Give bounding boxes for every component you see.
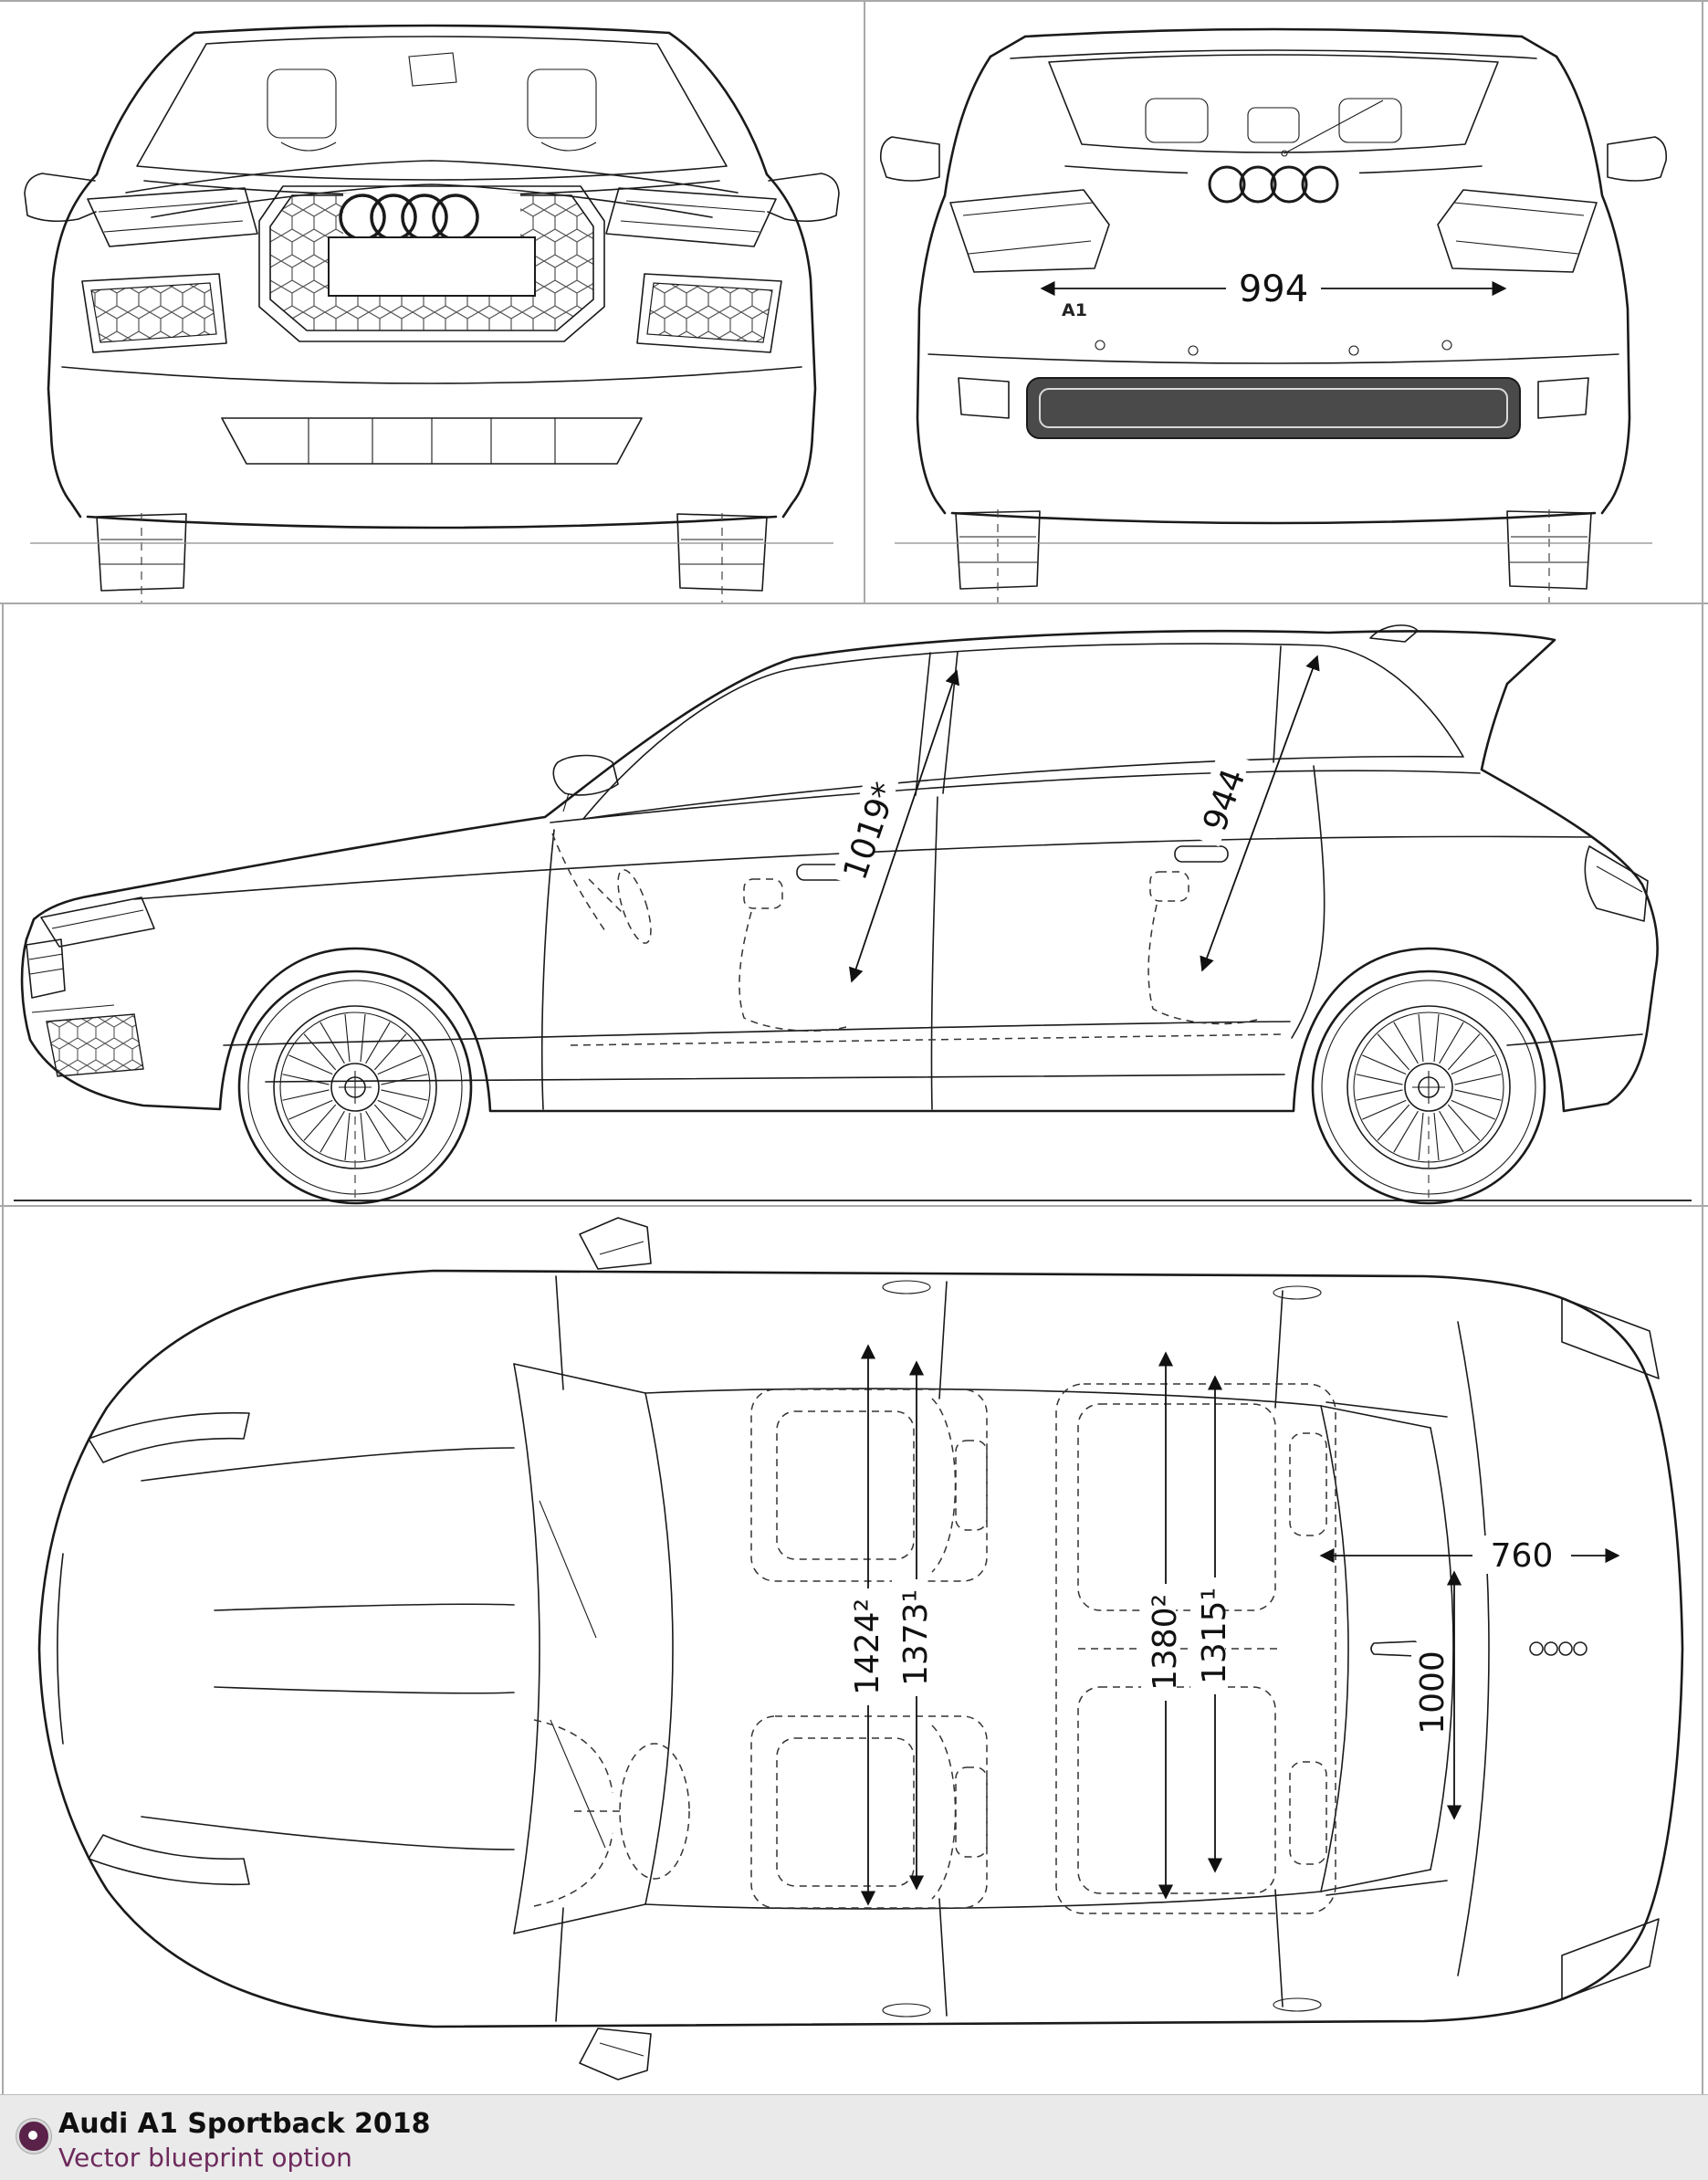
dim-label-rear-elbow: 1315¹ <box>1196 1588 1233 1684</box>
rear-view: A1 994 <box>879 27 1668 603</box>
front-windshield <box>136 36 728 196</box>
side-headlight <box>40 896 155 948</box>
top-dimension-1000: 1000 <box>1411 1570 1462 1820</box>
front-left-mirror <box>24 173 97 223</box>
top-dimension-1380: 1380² <box>1141 1351 1184 1900</box>
top-greenhouse <box>513 1363 1454 1934</box>
top-view: 1424² 1373¹ 1380² 1315¹ <box>37 1217 1684 2080</box>
dim-label-hatch-width: 760 <box>1491 1537 1554 1575</box>
blueprint-source-icon <box>16 2119 51 2154</box>
top-door-seams <box>555 1275 1322 2022</box>
rear-audi-rings <box>1188 162 1359 204</box>
top-mirrors <box>579 1217 652 2080</box>
top-body-outline <box>37 1269 1684 2028</box>
divider-top-row <box>0 603 1708 604</box>
footer-bar: Audi A1 Sportback 2018 Vector blueprint … <box>0 2094 1708 2180</box>
rear-diffuser <box>1026 377 1521 439</box>
top-dimension-1315: 1315¹ <box>1190 1375 1233 1873</box>
rear-window <box>1048 54 1499 157</box>
side-body-outline <box>20 624 1659 1113</box>
divider-side-view <box>0 1205 1708 1207</box>
audi-rings-backing <box>343 194 520 241</box>
rear-door-handle <box>1174 845 1229 863</box>
frame-line-top <box>0 0 1708 2</box>
frame-line-left <box>2 603 4 2094</box>
steering-wheel-plan <box>619 1743 690 1880</box>
side-interior-dashed <box>551 833 1284 1046</box>
side-glasshouse <box>550 643 1481 823</box>
front-bumper <box>61 366 802 465</box>
front-side-intakes <box>81 273 782 353</box>
rear-dimension-994: 994 <box>1040 268 1507 310</box>
side-taillight <box>1584 845 1649 922</box>
dim-label-front-elbow: 1373¹ <box>897 1589 935 1686</box>
rear-bumper <box>927 340 1619 439</box>
footer-subtitle: Vector blueprint option <box>58 2143 352 2173</box>
footer-title: Audi A1 Sportback 2018 <box>58 2108 431 2140</box>
dim-label-rear-shoulder: 1380² <box>1147 1594 1184 1691</box>
side-view: 1019* 944 <box>14 624 1692 1205</box>
a1-badge: A1 <box>1062 300 1087 320</box>
front-headlights <box>87 187 777 247</box>
rear-mirrors <box>879 136 1668 182</box>
front-view <box>24 24 840 603</box>
audi-rings-icon <box>339 194 479 241</box>
top-hood-details <box>57 1411 515 1886</box>
side-dimension-1019: 1019* <box>831 669 960 983</box>
top-rear-details <box>1457 1297 1660 2000</box>
side-dimension-944: 944 <box>1188 655 1320 972</box>
antenna-fin <box>1369 624 1419 643</box>
front-wheels <box>96 513 768 603</box>
front-right-mirror <box>767 173 840 223</box>
wheel-center-lines <box>354 1116 1430 1203</box>
top-dimension-760: 760 <box>1319 1535 1620 1575</box>
rear-taillights <box>949 189 1598 273</box>
frame-line-right <box>1702 0 1703 2094</box>
front-grille <box>258 185 605 342</box>
dim-label-rear-width: 994 <box>1239 268 1308 310</box>
divider-front-rear <box>864 0 865 603</box>
rear-rings-plan <box>1529 1641 1587 1656</box>
top-dimension-1373: 1373¹ <box>892 1360 935 1891</box>
dim-label-trunk-width: 1000 <box>1414 1651 1451 1735</box>
front-hood-creases <box>125 160 739 218</box>
rear-wheels <box>955 509 1592 603</box>
side-front-details <box>26 896 155 1077</box>
license-plate <box>328 236 536 297</box>
dim-label-rear-headroom: 944 <box>1197 764 1253 836</box>
side-mirror <box>552 754 619 812</box>
top-dimension-1424: 1424² <box>844 1344 886 1906</box>
rear-body-outline <box>916 27 1631 525</box>
dim-label-front-shoulder: 1424² <box>849 1598 886 1695</box>
